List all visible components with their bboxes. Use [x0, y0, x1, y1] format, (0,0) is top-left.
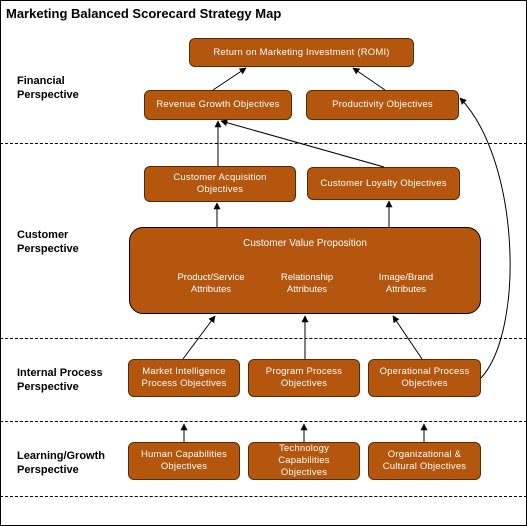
- romi-box[interactable]: Return on Marketing Investment (ROMI): [189, 38, 414, 67]
- internal-process-perspective-label: Internal Process Perspective: [17, 367, 103, 393]
- market-intelligence-label: Market Intelligence Process Objectives: [141, 366, 227, 389]
- arrow-productivity-to-romi: [352, 67, 386, 91]
- arrow-revenue-to-romi: [212, 67, 247, 91]
- arrow-loyalty-to-revenue: [220, 119, 385, 168]
- organizational-cultural-label: Organizational & Cultural Objectives: [382, 449, 467, 472]
- customer-loyalty-box[interactable]: Customer Loyalty Objectives: [307, 167, 460, 200]
- romi-label: Return on Marketing Investment (ROMI): [213, 46, 390, 58]
- technology-capabilities-box[interactable]: Technology Capabilities Objectives: [248, 442, 360, 480]
- program-process-box[interactable]: Program Process Objectives: [248, 359, 360, 397]
- divider-bottom: [0, 496, 527, 497]
- arrow-market-intel-to-cvp: [182, 315, 216, 360]
- productivity-label: Productivity Objectives: [332, 99, 433, 110]
- operational-process-label: Operational Process Objectives: [379, 366, 470, 389]
- customer-value-proposition-box[interactable]: Customer Value Proposition Product/Servi…: [129, 227, 481, 314]
- customer-acquisition-box[interactable]: Customer Acquisition Objectives: [144, 166, 296, 202]
- diagram-title: Marketing Balanced Scorecard Strategy Ma…: [6, 6, 282, 21]
- divider-customer-internal: [0, 338, 527, 339]
- revenue-growth-box[interactable]: Revenue Growth Objectives: [144, 90, 292, 120]
- revenue-growth-label: Revenue Growth Objectives: [156, 99, 280, 110]
- program-process-label: Program Process Objectives: [265, 366, 343, 389]
- customer-acquisition-label: Customer Acquisition Objectives: [173, 172, 267, 195]
- divider-internal-learning: [0, 421, 527, 422]
- market-intelligence-box[interactable]: Market Intelligence Process Objectives: [128, 359, 240, 397]
- human-capabilities-box[interactable]: Human Capabilities Objectives: [128, 442, 240, 480]
- arrow-operational-to-cvp: [392, 315, 423, 360]
- learning-growth-perspective-label: Learning/Growth Perspective: [17, 450, 105, 476]
- financial-perspective-label: Financial Perspective: [17, 75, 79, 101]
- productivity-box[interactable]: Productivity Objectives: [306, 90, 459, 120]
- operational-process-box[interactable]: Operational Process Objectives: [368, 359, 481, 397]
- customer-loyalty-label: Customer Loyalty Objectives: [320, 177, 447, 189]
- human-capabilities-label: Human Capabilities Objectives: [141, 449, 227, 472]
- technology-capabilities-label: Technology Capabilities Objectives: [278, 443, 330, 478]
- organizational-cultural-box[interactable]: Organizational & Cultural Objectives: [368, 442, 481, 480]
- arrow-operational-to-productivity: [459, 97, 511, 379]
- customer-perspective-label: Customer Perspective: [17, 229, 79, 255]
- relationship-attributes: Relationship Attributes: [280, 272, 334, 295]
- divider-financial-customer: [0, 143, 527, 144]
- value-proposition-title: Customer Value Proposition: [243, 238, 367, 249]
- image-brand-attributes: Image/Brand Attributes: [378, 272, 434, 295]
- product-service-attributes: Product/Service Attributes: [177, 272, 245, 295]
